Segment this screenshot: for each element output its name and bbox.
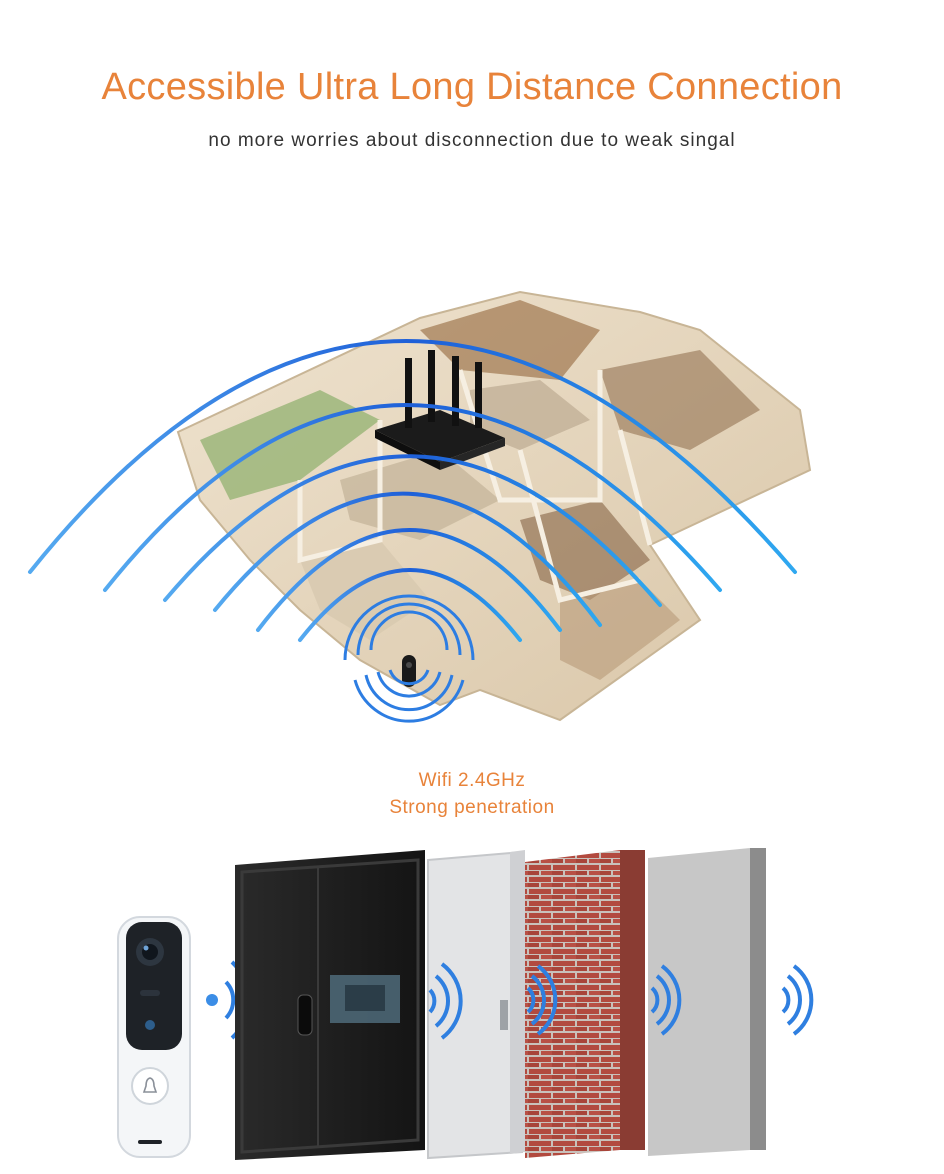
- page-title: Accessible Ultra Long Distance Connectio…: [101, 66, 843, 108]
- apartment-floorplan: [176, 290, 812, 722]
- white-door: [427, 850, 525, 1160]
- brick-wall: [525, 850, 645, 1158]
- router-icon: [375, 350, 505, 470]
- security-door: [235, 850, 425, 1160]
- doorbell-floor-waves: [343, 594, 475, 723]
- doorbell-floor-icon: [402, 655, 416, 687]
- wifi-arcs-large: [28, 339, 797, 642]
- page-subtitle: no more worries about disconnection due …: [208, 130, 736, 151]
- wifi-band-label: Wifi 2.4GHz: [418, 770, 526, 791]
- penetration-waves: [428, 962, 814, 1040]
- concrete-wall: [648, 848, 766, 1156]
- penetration-label: Strong penetration: [389, 797, 555, 818]
- video-doorbell-device: [117, 916, 191, 1158]
